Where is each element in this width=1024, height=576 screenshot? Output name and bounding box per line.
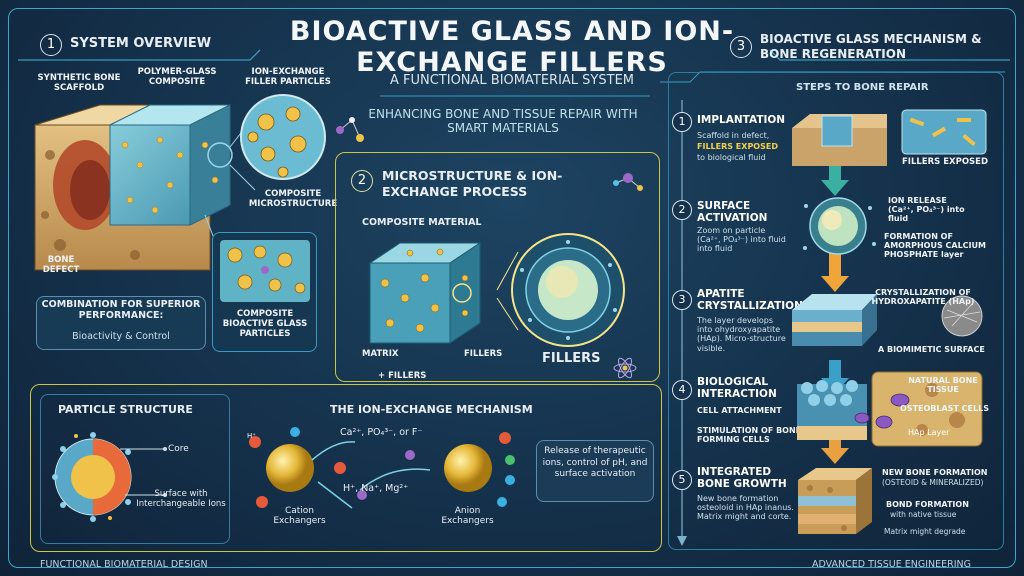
step-2-desc: Zoom on particle (Ca²⁺, PO₄³⁻) into flui…: [697, 226, 786, 254]
fillers-big-label: FILLERS: [542, 351, 601, 366]
surface-label: Surface with Interchangeable Ions: [136, 489, 226, 509]
step-4-cell-attachment: CELL ATTACHMENT: [697, 406, 782, 415]
footer-right: ADVANCED TISSUE ENGINEERING: [812, 559, 972, 570]
filler-particle-zoom: [496, 233, 625, 347]
step-4-name: BIOLOGICAL INTERACTION: [697, 376, 777, 401]
matrix-label: MATRIX: [362, 349, 399, 359]
step-4-stimulation: STIMULATION OF BONE FORMING CELLS: [697, 426, 802, 445]
combination-title: COMBINATION FOR SUPERIOR PERFORMANCE:: [41, 299, 201, 321]
section-1-title: SYSTEM OVERVIEW: [70, 36, 212, 51]
scaffold-label: SYNTHETIC BONE SCAFFOLD: [37, 73, 121, 93]
step-5-illustration: [798, 468, 872, 534]
h-ion-label: H⁺: [247, 432, 256, 440]
step-1-right-label: FILLERS EXPOSED: [902, 157, 989, 167]
step-1-desc-2: FILLERS EXPOSED: [697, 142, 778, 151]
release-note-box: [536, 440, 654, 502]
atom-molecule-icon: [613, 173, 643, 191]
step-3-desc: The layer develops into ohydroxyapatite …: [697, 316, 786, 353]
particle-cross-section: [52, 432, 132, 522]
glass-particles-image: [220, 240, 310, 302]
step-5-matrix-degrade: Matrix might degrade: [884, 527, 966, 536]
step-4-hap-layer: HAp Layer: [908, 428, 950, 437]
ion-exchange-diagram: [249, 427, 515, 509]
section-2-panel: [335, 152, 660, 382]
footer-left: FUNCTIONAL BIOMATERIAL DESIGN: [40, 559, 208, 570]
composite-label: POLYMER-GLASS COMPOSITE: [137, 67, 217, 87]
step-3-number: 3: [672, 290, 692, 310]
section-3-panel: [668, 72, 1004, 550]
section-3-title: BIOACTIVE GLASS MECHANISM & BONE REGENER…: [760, 32, 982, 61]
microstructure-label: COMPOSITE MICROSTRUCTURE: [248, 189, 338, 209]
step-2-acp-formation: FORMATION OF AMORPHOUS CALCIUM PHOSPHATE…: [884, 232, 986, 260]
main-title: BIOACTIVE GLASS AND ION-EXCHANGE FILLERS: [289, 16, 735, 79]
step-3-name: APATITE CRYSTALLIZATION: [697, 288, 803, 313]
step-1-name: IMPLANTATION: [697, 114, 786, 126]
bottom-panel: [30, 384, 662, 552]
timeline-line: [677, 100, 687, 546]
step-5-new-bone: NEW BONE FORMATION: [882, 468, 988, 477]
outer-frame: [8, 8, 1016, 568]
step-1-desc-1: Scaffold in defect,: [697, 131, 770, 140]
plus-fillers-label: + FILLERS: [378, 371, 427, 381]
section-2-title: MICROSTRUCTURE & ION-EXCHANGE PROCESS: [382, 168, 563, 199]
released-ions-label: Ca²⁺, PO₄³⁻, or F⁻: [340, 427, 423, 438]
release-note-text: Release of therapeutic ions, control of …: [542, 446, 648, 480]
particle-structure-panel: [40, 394, 230, 544]
step-5-bond: BOND FORMATION: [886, 500, 969, 509]
tagline: ENHANCING BONE AND TISSUE REPAIR WITH SM…: [368, 107, 638, 135]
step-2-particle: [803, 197, 876, 255]
step-3-biomimetic: A BIOMIMETIC SURFACE: [878, 345, 985, 354]
mechanism-title: THE ION-EXCHANGE MECHANISM: [330, 403, 533, 416]
anion-exchangers-label: Anion Exchangers: [441, 506, 494, 527]
particle-structure-title: PARTICLE STRUCTURE: [58, 403, 193, 416]
step-3-illustration: [792, 294, 983, 346]
step-1-number: 1: [672, 112, 692, 132]
step-5-new-bone-detail: (OSTEOID & MINERALIZED): [882, 478, 984, 487]
step-4-osteoblast: OSTEOBLAST CELLS: [900, 404, 989, 413]
step-5-number: 5: [672, 470, 692, 490]
microstructure-zoom-circle: [240, 94, 326, 180]
step-1-desc-3: to biological fluid: [697, 153, 766, 162]
structure-leader-lines: [120, 447, 167, 497]
molecule-icon: [336, 117, 364, 142]
step-5-bond-detail: with native tissue: [890, 510, 957, 519]
core-label: Core: [168, 444, 189, 454]
cations-in-label: H⁺, Na⁺, Mg²⁺: [343, 483, 409, 494]
step-5-desc: New bone formation osteoloid in HAp inan…: [697, 494, 794, 522]
step-2-number: 2: [672, 200, 692, 220]
cation-exchangers-label: Cation Exchangers: [273, 506, 326, 527]
step-2-name: SURFACE ACTIVATION: [697, 200, 768, 225]
step-5-name: INTEGRATED BONE GROWTH: [697, 466, 787, 491]
step-3-crystallization: CRYSTALLIZATION OF HYDROXAPATITE (HAp): [871, 288, 975, 307]
step-4-natural-bone: NATURAL BONE TISSUE: [908, 376, 978, 395]
filler-label: ION-EXCHANGE FILLER PARTICLES: [245, 67, 331, 87]
composite-material-label: COMPOSITE MATERIAL: [362, 217, 482, 228]
section-2-number: 2: [351, 170, 373, 192]
step-1-illustration: [792, 109, 987, 166]
steps-title: STEPS TO BONE REPAIR: [796, 82, 929, 93]
step-4-illustration: [797, 371, 983, 447]
composite-cube: [368, 242, 482, 344]
section-1-number: 1: [40, 34, 62, 56]
subtitle: A FUNCTIONAL BIOMATERIAL SYSTEM: [389, 73, 634, 88]
atom-icon: [613, 357, 637, 379]
particles-label: COMPOSITE BIOACTIVE GLASS PARTICLES: [222, 309, 308, 339]
step-2-ion-release: ION RELEASE (Ca²⁺, PO₄³⁻) into fluid: [888, 196, 965, 224]
bone-scaffold-illustration: [34, 104, 256, 281]
combination-panel: [36, 296, 206, 350]
section-3-number: 3: [730, 36, 752, 58]
fillers-label: FILLERS: [464, 349, 503, 359]
bone-defect-label: BONE DEFECT: [42, 255, 80, 275]
step-4-number: 4: [672, 380, 692, 400]
combination-subtitle: Bioactivity & Control: [72, 331, 170, 342]
